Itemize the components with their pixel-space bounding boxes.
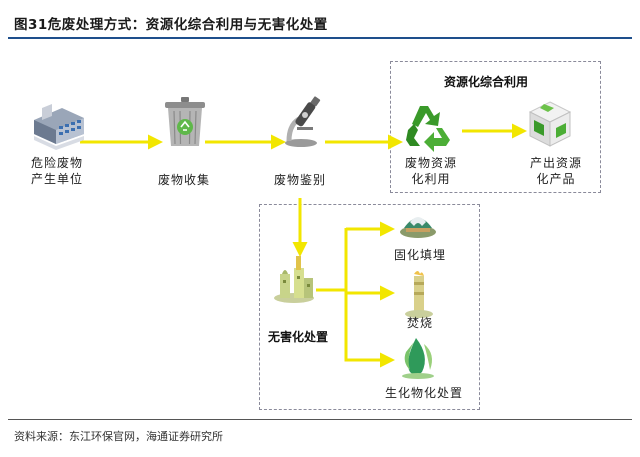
label-generator-line1: 危险废物: [30, 156, 83, 170]
landfill-icon: [400, 217, 436, 238]
label-generator-line2: 产生单位: [30, 172, 83, 186]
label-resource-product-line1: 产出资源: [529, 156, 582, 170]
label-biochem: 生化物化处置: [384, 386, 463, 400]
waste-bin-icon: [165, 97, 205, 146]
cube-products-icon: [528, 101, 572, 147]
label-generator: 危险废物 产生单位: [22, 155, 92, 187]
figure-title: 图31危废处理方式：资源化综合利用与无害化处置: [14, 17, 328, 33]
label-resource-use-line2: 化利用: [411, 172, 451, 186]
label-resource-use-line1: 废物资源: [404, 156, 457, 170]
label-resource-use: 废物资源 化利用: [395, 155, 467, 187]
footer-rule: [8, 419, 632, 420]
figure-source: 资料来源：东江环保官网，海通证券研究所: [14, 430, 223, 443]
title-rule: [8, 37, 632, 39]
treatment-plant-icon: [274, 256, 314, 303]
branch-lower: [344, 290, 395, 368]
branch-trunk: [316, 228, 348, 292]
label-identification: 废物鉴别: [273, 173, 326, 187]
harmless-group-box: [259, 204, 480, 410]
factory-icon: [34, 104, 84, 150]
leaf-drop-icon: [402, 338, 434, 379]
resource-group-box: [390, 61, 601, 193]
branch-arrows: [316, 221, 395, 368]
main-flow-arrows: [80, 123, 527, 257]
incinerator-icon: [405, 271, 433, 318]
recycle-icon: [406, 106, 450, 152]
resource-group-label: 资源化综合利用: [444, 75, 529, 89]
harmless-group-label: 无害化处置: [268, 330, 329, 344]
label-incinerate: 焚烧: [406, 316, 433, 330]
label-collection: 废物收集: [157, 173, 210, 187]
microscope-icon: [285, 96, 321, 147]
label-resource-product: 产出资源 化产品: [520, 155, 592, 187]
label-solidify: 固化填埋: [393, 248, 446, 262]
label-resource-product-line2: 化产品: [536, 172, 576, 186]
